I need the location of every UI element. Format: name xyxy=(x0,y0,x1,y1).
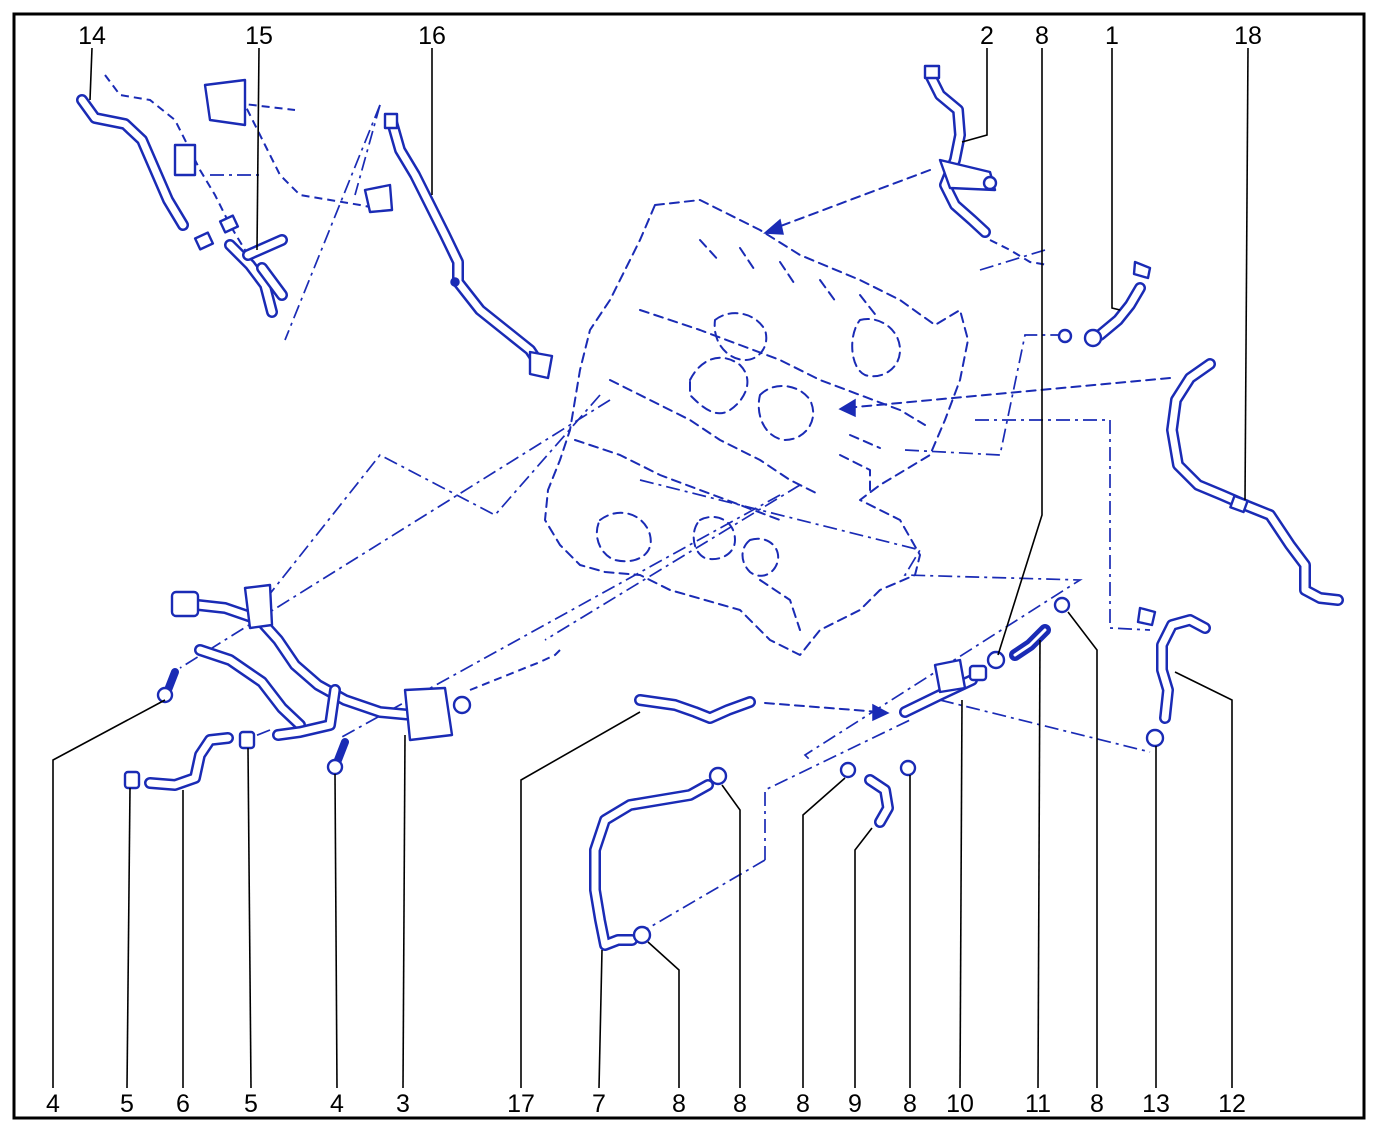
hose-1 xyxy=(1057,260,1152,348)
callout-5-right: 5 xyxy=(244,1090,258,1118)
callout-15: 15 xyxy=(245,22,273,50)
clamp-5-left xyxy=(123,770,141,790)
callout-8-top: 8 xyxy=(1035,22,1049,50)
connector-10 xyxy=(899,658,988,718)
clamp-13 xyxy=(1145,728,1165,748)
callout-10: 10 xyxy=(946,1090,974,1118)
callout-14: 14 xyxy=(78,22,106,50)
hose-assembly-14-15 xyxy=(76,74,394,318)
callout-13: 13 xyxy=(1142,1090,1170,1118)
clamp-8-at-9-right xyxy=(899,759,917,777)
clamp-8-lower xyxy=(632,925,652,945)
clamp-8-at-9-left xyxy=(839,761,857,779)
pipe-2 xyxy=(923,64,1049,266)
callout-11: 11 xyxy=(1025,1090,1051,1118)
callout-labels-bottom: 4 5 6 5 4 3 17 7 8 8 8 9 8 10 11 8 13 12 xyxy=(46,1090,1246,1118)
hose-17 xyxy=(634,694,756,724)
hose-6 xyxy=(123,730,256,791)
callout-4-middle: 4 xyxy=(330,1090,344,1118)
callout-4-left: 4 xyxy=(46,1090,60,1118)
callout-8-a: 8 xyxy=(672,1090,686,1118)
diagram-frame xyxy=(12,12,1366,1120)
callout-8-c: 8 xyxy=(796,1090,810,1118)
callout-8-d: 8 xyxy=(903,1090,917,1118)
bolts xyxy=(156,668,349,776)
hose-16 xyxy=(383,112,554,380)
elbow-hose-9 xyxy=(839,759,917,828)
callout-labels-top: 14 15 16 2 8 1 18 xyxy=(78,22,1262,50)
callout-16: 16 xyxy=(418,22,446,50)
clamp-8-at-11-right xyxy=(1053,596,1071,614)
callout-17: 17 xyxy=(507,1090,535,1118)
callout-6: 6 xyxy=(176,1090,190,1118)
clamp-8-upper xyxy=(708,766,728,786)
bolt-4-left xyxy=(156,668,179,704)
hose-12 xyxy=(1136,606,1211,724)
coolant-pipe-3 xyxy=(170,583,561,742)
callout-8-b: 8 xyxy=(733,1090,747,1118)
callout-18: 18 xyxy=(1234,22,1262,50)
callout-12: 12 xyxy=(1218,1090,1246,1118)
callout-7: 7 xyxy=(592,1090,606,1118)
hose-7 xyxy=(589,766,728,951)
clamp-5-right xyxy=(238,730,256,750)
hose-18 xyxy=(1166,358,1344,606)
clamp-8-at-11-left xyxy=(986,650,1006,670)
callout-2: 2 xyxy=(980,22,994,50)
callout-9: 9 xyxy=(848,1090,862,1118)
callout-3: 3 xyxy=(396,1090,410,1118)
hose-11 xyxy=(986,596,1071,670)
callout-1: 1 xyxy=(1105,22,1119,50)
leader-lines xyxy=(52,47,1249,1089)
callout-5-left: 5 xyxy=(120,1090,134,1118)
callout-8-e: 8 xyxy=(1090,1090,1104,1118)
engine-block-outline xyxy=(544,199,969,656)
direction-arrows xyxy=(763,169,1171,722)
